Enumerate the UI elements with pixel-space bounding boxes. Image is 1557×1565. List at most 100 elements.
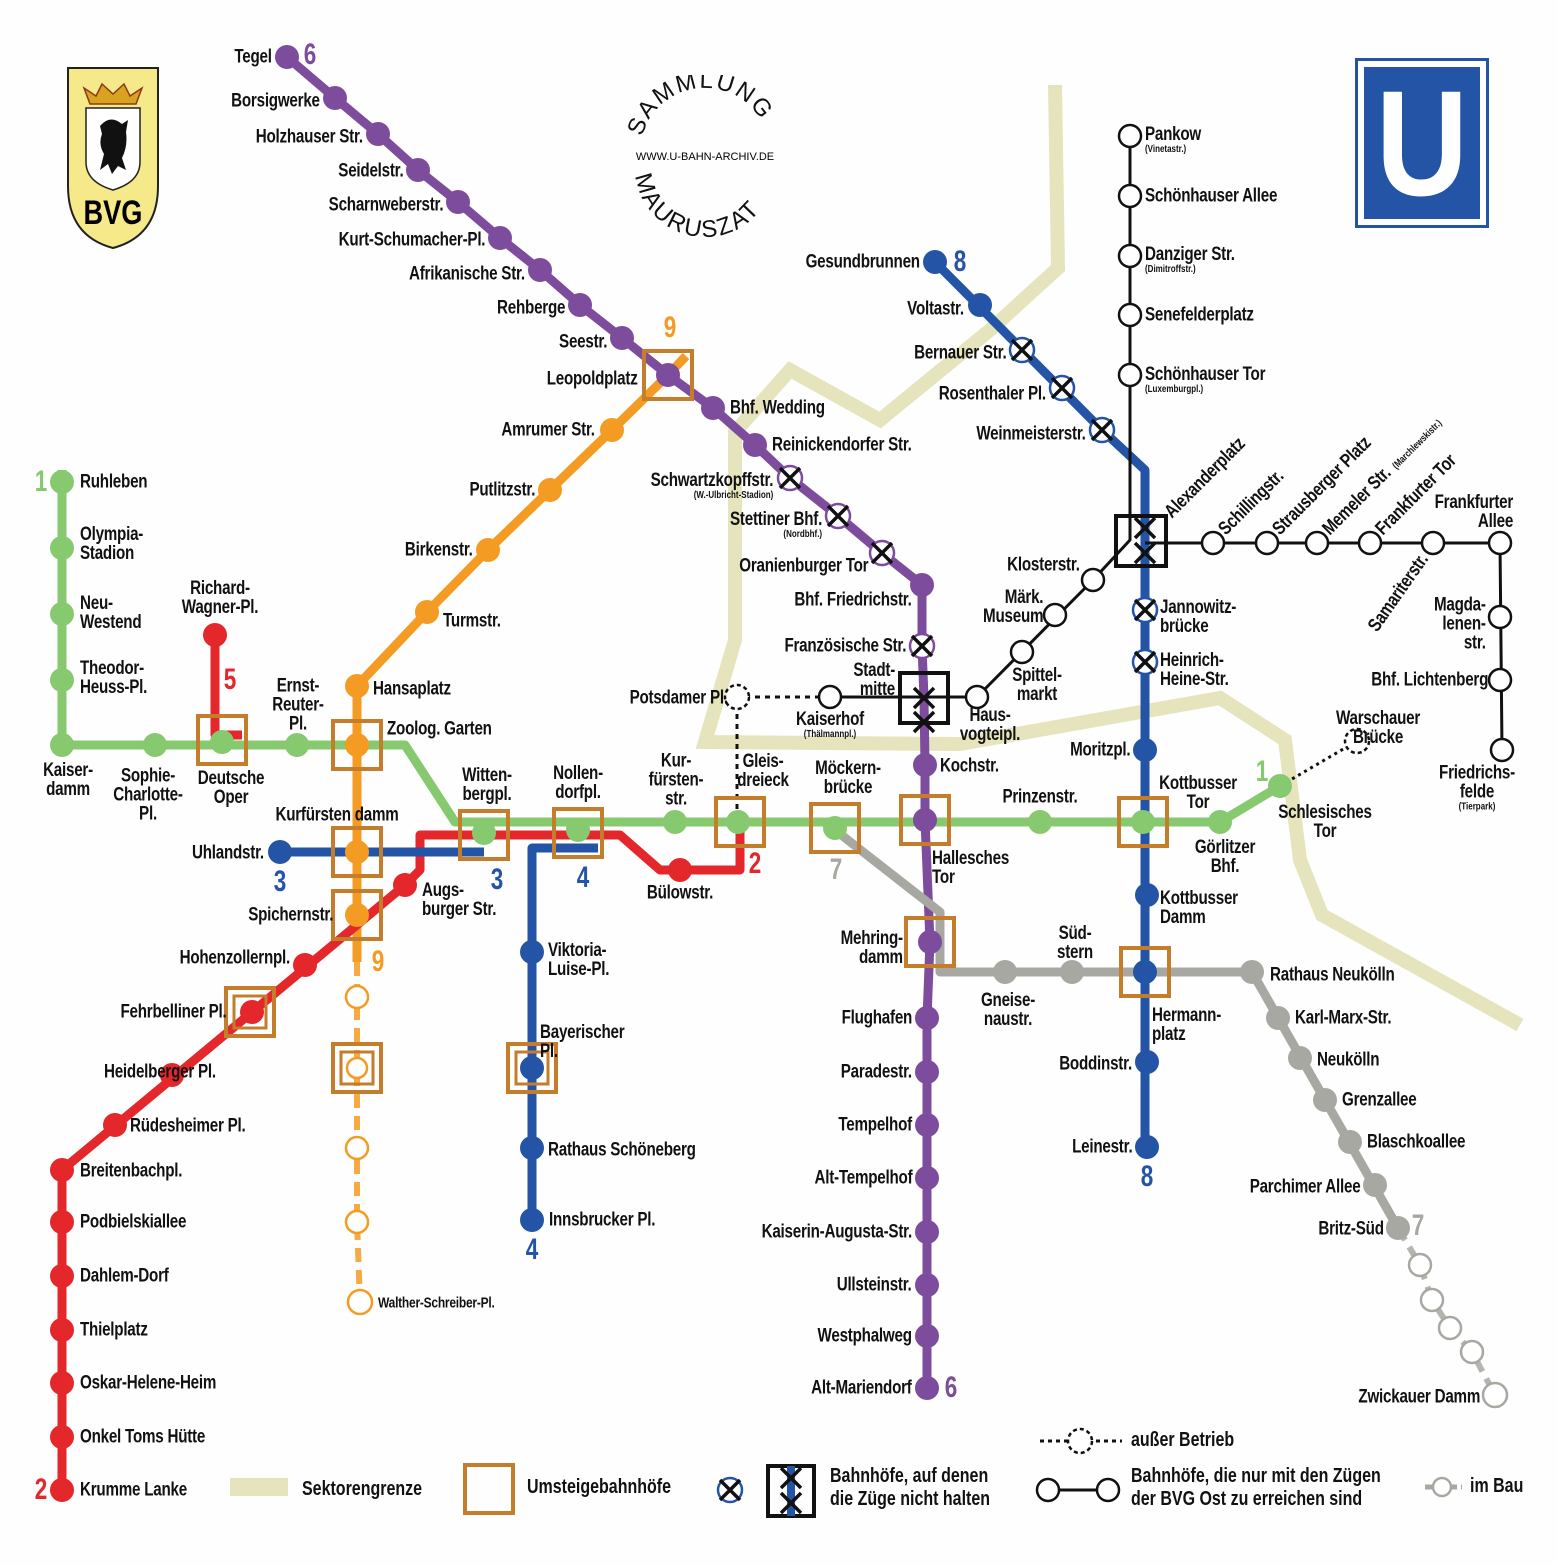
- station-name: Märk. Museum: [982, 587, 1043, 627]
- station-marker: [1135, 1135, 1159, 1159]
- station-label: Potsdamer Pl.: [630, 689, 728, 708]
- station-label: Grenzallee: [1342, 1089, 1417, 1111]
- station-marker: [1338, 1130, 1362, 1154]
- station-label: Pankow(Vinetastr.): [1145, 125, 1201, 155]
- station-label: Gleis- dreieck: [737, 752, 789, 790]
- station-marker: [726, 810, 750, 834]
- station-label: Alt-Mariendorf: [811, 1379, 912, 1398]
- station-name: Britz-Süd: [1318, 1218, 1385, 1240]
- station-name: Nollen- dorfpl.: [553, 763, 603, 803]
- construction-station-marker: [344, 984, 370, 1010]
- station-label: Kaiser- damm: [43, 761, 93, 799]
- station-label: Kurfürsten damm: [275, 806, 398, 825]
- legend-interchange-label: Umsteigebahnhöfe: [527, 1476, 672, 1498]
- station-marker: [915, 1273, 939, 1297]
- station-marker: [1313, 1088, 1337, 1112]
- line-number-label: 6: [303, 38, 317, 71]
- station-name: Bhf. Friedrichstr.: [794, 589, 913, 611]
- station-name: Schwartzkopffstr.: [650, 470, 773, 491]
- station-name: Tegel: [234, 46, 273, 68]
- legend-interchange-icon: [463, 1463, 515, 1515]
- station-marker: [285, 733, 309, 757]
- station-label: Frankfurter Allee: [1435, 493, 1514, 531]
- station-label: Boddinstr.: [1059, 1055, 1132, 1074]
- station-marker: [993, 960, 1017, 984]
- station-label: Alt-Tempelhof: [814, 1169, 912, 1188]
- station-marker: [1240, 960, 1264, 984]
- station-name: Kaiserhof: [796, 709, 864, 730]
- station-marker: [210, 730, 234, 754]
- station-label: Blaschkoallee: [1367, 1133, 1466, 1152]
- station-name: Zoolog. Garten: [387, 718, 492, 740]
- construction-station-marker: [346, 1288, 374, 1316]
- station-label: Möckern- brücke: [815, 759, 881, 797]
- station-label: Ernst- Reuter- Pl.: [272, 677, 324, 734]
- station-name: Spittel- markt: [1012, 665, 1062, 705]
- interchange-square: [899, 794, 951, 846]
- station-marker: [1266, 1006, 1290, 1030]
- station-name: Kottbusser Tor: [1159, 773, 1237, 813]
- closed-station-x-icon: [870, 541, 894, 565]
- station-label: Afrikanische Str.: [409, 265, 525, 284]
- station-name: Pankow: [1145, 124, 1201, 145]
- station-label: Leopoldplatz: [547, 370, 638, 389]
- station-marker: [1288, 1046, 1312, 1070]
- bvg-shield-logo: BVG: [66, 66, 160, 250]
- station-label: Weinmeisterstr.: [977, 425, 1087, 444]
- station-marker: [1363, 1173, 1387, 1197]
- station-label: Rüdesheimer Pl.: [130, 1117, 246, 1136]
- station-marker: [1060, 960, 1084, 984]
- station-marker: [915, 1060, 939, 1084]
- station-name: Viktoria- Luise-Pl.: [548, 940, 610, 980]
- station-label: Paradestr.: [841, 1063, 912, 1082]
- station-name: Warschauer Brücke: [1335, 708, 1421, 748]
- stamp-bottom-text: MAURUSZAT: [629, 170, 764, 243]
- interchange-square-inner: [514, 1050, 550, 1086]
- station-marker: [566, 818, 590, 842]
- ost-station-marker: [1117, 183, 1143, 209]
- station-marker: [1268, 774, 1292, 798]
- interchange-square: [458, 809, 510, 861]
- station-label: Onkel Toms Hütte: [80, 1428, 205, 1447]
- station-label: Kaiserhof(Thälmannpl.): [796, 710, 864, 740]
- station-marker: [50, 733, 74, 757]
- station-name: Kurfürsten damm: [275, 804, 399, 826]
- station-marker: [366, 122, 390, 146]
- station-label: Theodor- Heuss-Pl.: [80, 659, 147, 697]
- line-number-label: 1: [34, 465, 48, 498]
- closed-station-x-icon: [1133, 650, 1157, 674]
- station-label: Schlesisches Tor: [1278, 803, 1372, 841]
- station-label: Leinestr.: [1072, 1138, 1133, 1157]
- ost-station-marker: [1117, 362, 1143, 388]
- station-label: Süd- stern: [1057, 924, 1093, 962]
- station-marker: [268, 840, 292, 864]
- station-label: Magda- lenen- str.: [1434, 596, 1486, 653]
- station-label: Sophie- Charlotte- Pl.: [113, 767, 183, 824]
- station-marker: [488, 226, 512, 250]
- station-label: Uhlandstr.: [192, 844, 264, 863]
- station-marker: [520, 1208, 544, 1232]
- station-label: Bhf. Wedding: [730, 399, 825, 418]
- station-name: Prinzenstr.: [1002, 786, 1078, 808]
- station-name: Bhf. Wedding: [730, 397, 825, 419]
- station-marker: [1208, 810, 1232, 834]
- station-name: Olympia- Stadion: [80, 524, 144, 564]
- station-name: Grenzallee: [1342, 1089, 1417, 1111]
- station-name: Kur- fürsten- str.: [648, 750, 704, 810]
- station-name: Gesundbrunnen: [805, 251, 921, 273]
- line-u9-track: [352, 352, 690, 962]
- station-label: Breitenbachpl.: [80, 1162, 182, 1181]
- station-label: Tegel: [234, 46, 273, 68]
- station-name: Danziger Str.: [1145, 244, 1235, 265]
- ost-station-marker: [1489, 737, 1515, 763]
- interchange-square: [1119, 946, 1171, 998]
- station-name: Karl-Marx-Str.: [1295, 1007, 1392, 1029]
- legend-construction-icon: [1431, 1476, 1453, 1498]
- station-marker: [913, 808, 937, 832]
- station-marker: [293, 953, 317, 977]
- station-name: Oskar-Helene-Heim: [80, 1372, 217, 1394]
- station-label: Turmstr.: [443, 612, 501, 631]
- stamp-top-text: SAMMLUNG: [622, 67, 777, 139]
- interchange-square: [331, 1042, 383, 1094]
